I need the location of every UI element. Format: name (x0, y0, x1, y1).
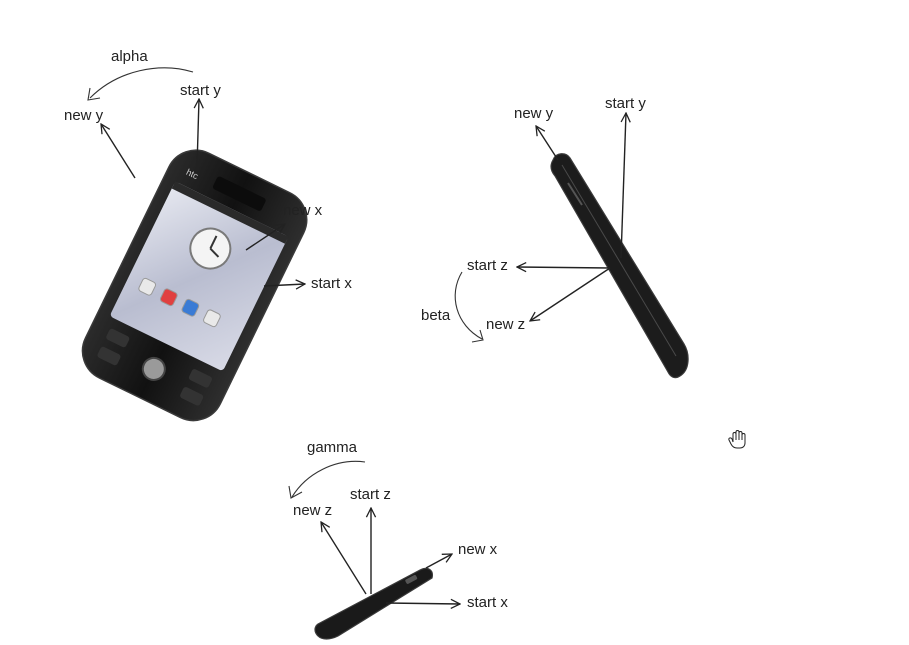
gamma-new-z-axis (321, 522, 367, 595)
alpha-rotation-label: alpha (111, 48, 148, 65)
beta-rotation-arrowhead (471, 329, 484, 343)
app-icon (159, 288, 178, 307)
beta-new-y-axis (536, 126, 559, 161)
beta-panel: start y new y start z new z beta (421, 95, 689, 379)
phone-brand-logo: htc (185, 167, 201, 181)
phone-side-edge (561, 164, 677, 357)
gamma-new-x-axis (425, 554, 452, 569)
gamma-panel: gamma start z new z new x start x (288, 439, 508, 640)
clock-hand-icon (209, 235, 218, 249)
phone-status-bar (171, 181, 289, 244)
app-icon (138, 277, 157, 296)
gamma-rotation-arrowhead (288, 485, 303, 499)
trackball-icon (141, 356, 166, 381)
beta-start-z-axis (517, 267, 611, 268)
gamma-start-x-label: start x (467, 594, 508, 611)
beta-rotation-label: beta (421, 307, 451, 324)
beta-new-z-label: new z (486, 316, 525, 333)
alpha-start-y-axis (197, 99, 199, 168)
beta-start-z-label: start z (467, 257, 508, 274)
htc-phone-side (550, 153, 689, 379)
alpha-rotation-arrowhead (87, 87, 101, 101)
phone-side-button (567, 182, 583, 206)
beta-start-y-label: start y (605, 95, 646, 112)
phone-button (106, 328, 130, 348)
app-icon (181, 298, 200, 317)
alpha-start-x-label: start x (311, 275, 352, 292)
phone-screen (110, 182, 288, 371)
phone-button (180, 387, 204, 406)
gamma-new-z-label: new z (293, 502, 332, 519)
beta-start-y-axis (620, 113, 626, 259)
gamma-rotation-arc (291, 460, 366, 498)
alpha-panel: alpha htc start y new y new x (64, 48, 352, 422)
alpha-rotation-arc (89, 67, 194, 99)
phone-button (97, 346, 121, 366)
gamma-rotation-label: gamma (307, 439, 358, 456)
alpha-new-y-label: new y (64, 107, 104, 124)
gamma-start-x-axis (385, 603, 460, 604)
htc-phone-front: htc (81, 149, 308, 422)
beta-new-z-axis (530, 267, 611, 321)
beta-new-y-label: new y (514, 105, 554, 122)
gamma-new-x-label: new x (458, 541, 498, 558)
gamma-start-z-label: start z (350, 486, 391, 503)
beta-rotation-arc (454, 271, 483, 340)
phone-earpiece (212, 176, 266, 211)
alpha-new-y-axis (101, 124, 136, 179)
app-icon (203, 309, 221, 328)
htc-phone-end (314, 567, 433, 640)
phone-end-port (405, 574, 418, 584)
hand-cursor-icon (728, 430, 746, 449)
alpha-new-x-label: new x (283, 202, 323, 219)
alpha-start-y-label: start y (180, 82, 221, 99)
alpha-start-x-axis (263, 284, 305, 286)
clock-hand-icon (209, 247, 220, 258)
alpha-new-x-axis (245, 224, 285, 251)
phone-button (188, 369, 212, 388)
